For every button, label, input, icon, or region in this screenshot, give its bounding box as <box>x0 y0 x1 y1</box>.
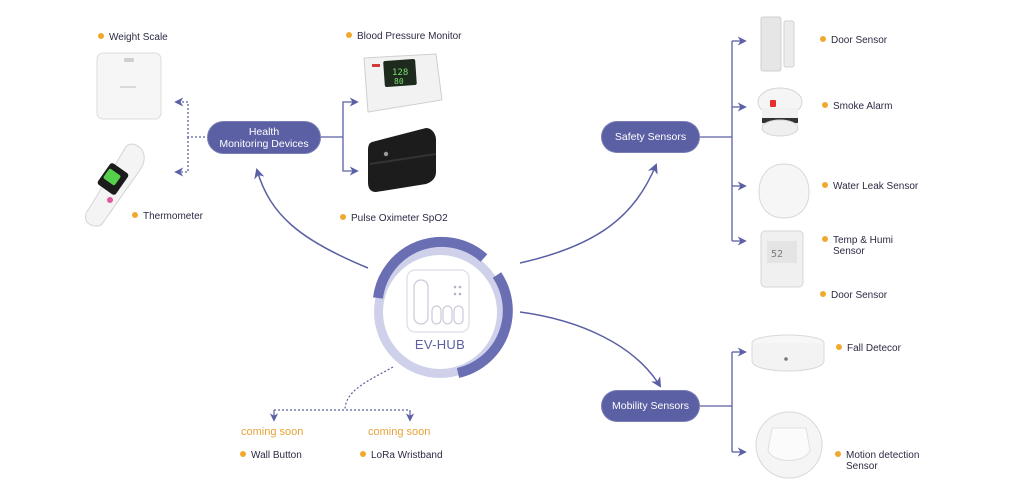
door-sensor-2-label: Door Sensor <box>820 290 887 301</box>
health-to-thermometer-arrow <box>174 137 189 177</box>
pulse-oximeter-image <box>368 128 437 192</box>
bullet-icon <box>836 344 842 350</box>
bullet-icon <box>240 451 246 457</box>
bullet-icon <box>346 32 352 38</box>
thermometer-image <box>85 143 145 227</box>
hub-to-upcoming-dotted <box>344 366 394 411</box>
health-to-bp-arrow <box>321 97 359 138</box>
health-monitoring-category: Health Monitoring Devices <box>207 121 321 154</box>
hub-circle <box>373 236 513 378</box>
smoke-alarm-image <box>757 87 803 137</box>
bullet-icon <box>820 36 826 42</box>
wall-button-label: Wall Button <box>240 450 302 461</box>
wall-button-status: coming soon <box>241 426 304 438</box>
health-to-oximeter-arrow <box>342 137 359 176</box>
door-sensor-1-label: Door Sensor <box>820 35 887 46</box>
wristband-status: coming soon <box>368 426 431 438</box>
water-leak-sensor-image <box>758 163 810 219</box>
bullet-icon <box>822 236 828 242</box>
health-label-line1: Health <box>248 125 280 138</box>
weight-scale-label: Weight Scale <box>98 32 168 43</box>
bullet-icon <box>360 451 366 457</box>
temp-humi-sensor-image: 52 <box>760 230 804 288</box>
bullet-icon <box>820 291 826 297</box>
mobility-sensors-category: Mobility Sensors <box>601 390 700 422</box>
thermometer-label: Thermometer <box>132 211 203 222</box>
blood-pressure-monitor-image: 128 80 <box>363 53 443 113</box>
pulse-oximeter-label: Pulse Oximeter SpO2 <box>340 213 448 224</box>
svg-text:80: 80 <box>394 77 404 86</box>
blood-pressure-label: Blood Pressure Monitor <box>346 31 462 42</box>
svg-text:52: 52 <box>771 249 783 260</box>
mobility-trunk <box>700 352 733 452</box>
hub-to-health-arrow <box>254 167 369 269</box>
health-label-line2: Monitoring Devices <box>219 137 309 150</box>
water-leak-label: Water Leak Sensor <box>822 181 918 192</box>
safety-sensors-category: Safety Sensors <box>601 121 700 153</box>
lora-wristband-label: LoRa Wristband <box>360 450 443 461</box>
safety-trunk <box>700 41 733 241</box>
fall-detector-label: Fall Detecor <box>836 343 901 354</box>
bullet-icon <box>132 212 138 218</box>
bullet-icon <box>822 182 828 188</box>
hub-to-safety-arrow <box>519 163 658 264</box>
door-sensor-1-image <box>760 16 795 72</box>
bullet-icon <box>835 451 841 457</box>
svg-text:128: 128 <box>392 68 408 78</box>
weight-scale-image <box>96 52 162 120</box>
fall-detector-image <box>751 334 825 372</box>
hub-title: EV-HUB <box>414 337 466 352</box>
mobility-label: Mobility Sensors <box>611 400 690 412</box>
bullet-icon <box>98 33 104 39</box>
smoke-alarm-label: Smoke Alarm <box>822 101 892 112</box>
hub-to-mobility-arrow <box>519 311 662 388</box>
bullet-icon <box>340 214 346 220</box>
bullet-icon <box>822 102 828 108</box>
safety-label: Safety Sensors <box>614 131 687 143</box>
motion-sensor-image <box>755 411 823 479</box>
health-to-scale-arrow <box>174 97 205 138</box>
